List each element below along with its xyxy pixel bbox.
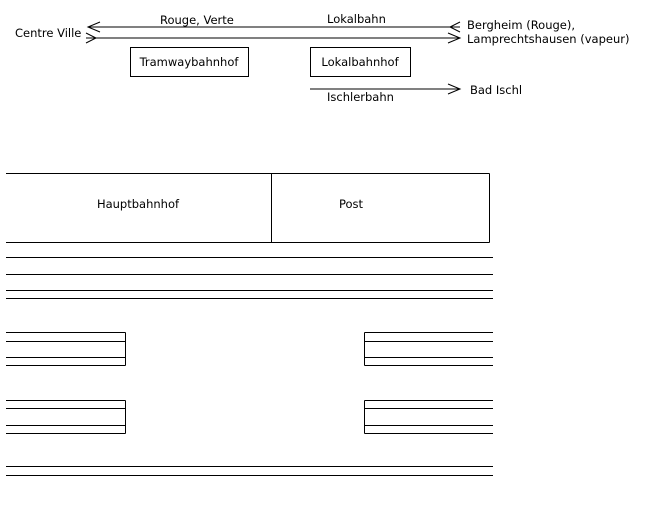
label-post: Post bbox=[339, 197, 364, 211]
arrowhead-right-lower bbox=[447, 32, 462, 44]
label-hauptbahnhof: Hauptbahnhof bbox=[97, 197, 180, 211]
lokalbahnhof-box: Lokalbahnhof bbox=[310, 47, 411, 77]
label-lamprechtshausen: Lamprechtshausen (vapeur) bbox=[467, 32, 629, 46]
bottom-tracks bbox=[6, 466, 493, 476]
label-ischlerbahn: Ischlerbahn bbox=[327, 90, 394, 104]
label-lokalbahn-line: Lokalbahn bbox=[327, 12, 386, 26]
left-platform-lower bbox=[6, 400, 126, 434]
right-platform-lower bbox=[364, 400, 493, 434]
label-tramwaybahnhof: Tramwaybahnhof bbox=[139, 55, 240, 69]
label-lokalbahnhof: Lokalbahnhof bbox=[321, 55, 399, 69]
left-platform-upper bbox=[6, 332, 126, 366]
label-rouge-verte: Rouge, Verte bbox=[160, 13, 234, 27]
label-bergheim: Bergheim (Rouge), bbox=[467, 18, 575, 32]
arrowhead-chevron-upper-right bbox=[448, 21, 461, 33]
main-tracks bbox=[6, 257, 493, 299]
label-centre-ville: Centre Ville bbox=[15, 26, 81, 40]
arrowhead-chevron-lower-left bbox=[85, 32, 98, 44]
route-arrows bbox=[85, 21, 462, 95]
arrowhead-right-ischl bbox=[447, 83, 462, 95]
arrowhead-left-upper bbox=[86, 21, 101, 33]
main-building: Hauptbahnhof Post bbox=[6, 173, 490, 243]
right-platform-upper bbox=[364, 332, 493, 366]
tramwaybahnhof-box: Tramwaybahnhof bbox=[130, 47, 249, 77]
label-bad-ischl: Bad Ischl bbox=[470, 83, 522, 97]
